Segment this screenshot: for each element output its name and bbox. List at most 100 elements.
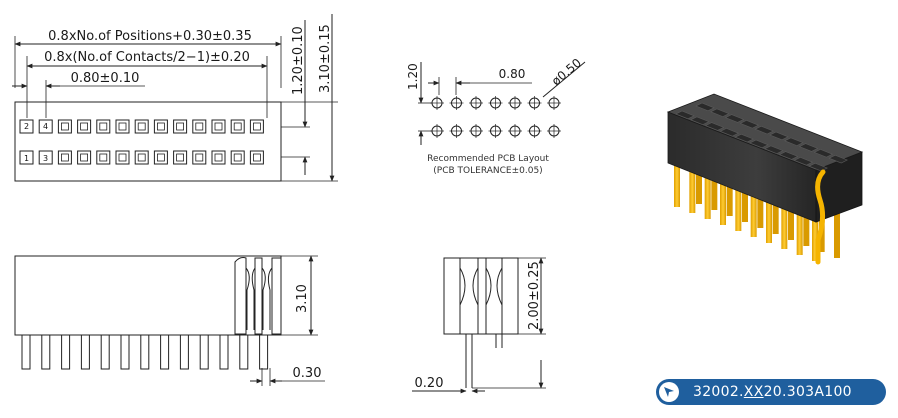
socket-contact xyxy=(214,153,223,162)
socket-outline xyxy=(57,150,72,165)
socket-outline xyxy=(38,119,53,134)
side-pin xyxy=(21,334,31,370)
dim-pitch: 0.80±0.10 xyxy=(71,71,140,86)
socket-contact xyxy=(252,153,261,162)
side-dim-height: 3.10 xyxy=(295,284,310,313)
socket-contact xyxy=(61,153,69,162)
socket-contact xyxy=(156,153,165,162)
socket-cavity xyxy=(690,116,710,125)
socket-contact xyxy=(176,122,185,131)
side-pin xyxy=(160,334,170,370)
gold-pin xyxy=(720,177,726,225)
gold-pin xyxy=(750,189,757,237)
section-dim-height: 2.00±0.25 xyxy=(527,261,542,330)
gold-pin xyxy=(772,186,779,234)
side-pin xyxy=(179,334,189,370)
socket-contact xyxy=(137,122,146,131)
gold-pin xyxy=(742,174,748,222)
socket-contact xyxy=(233,153,242,162)
socket-outline xyxy=(192,150,207,165)
side-pin xyxy=(259,334,269,370)
socket-contact xyxy=(61,122,69,131)
section-dim-pin: 0.20 xyxy=(415,376,444,391)
socket-contact xyxy=(176,153,185,162)
gold-pin xyxy=(674,159,680,207)
socket-cavity xyxy=(704,122,725,131)
socket-outline xyxy=(230,150,245,165)
gold-pin xyxy=(689,165,696,213)
socket-outline xyxy=(96,150,111,165)
side-dim-pin: 0.30 xyxy=(293,366,322,381)
side-pin xyxy=(120,334,130,370)
dim-body-height: 3.10±0.15 xyxy=(318,24,333,93)
socket-outline xyxy=(57,119,72,134)
part-number-badge[interactable]: 32002.XX20.303A100 xyxy=(656,379,886,405)
pcb-hole-grid xyxy=(430,96,561,138)
socket-cavity xyxy=(828,154,848,164)
side-pin xyxy=(61,334,71,370)
socket-outline xyxy=(19,150,34,165)
pin-label: 2 xyxy=(24,122,29,131)
socket-cavity xyxy=(813,149,834,158)
socket-contact xyxy=(118,153,127,162)
pin-label: 3 xyxy=(43,154,48,163)
socket-outline xyxy=(173,150,188,165)
socket-cavity xyxy=(749,139,769,149)
socket-contact xyxy=(99,153,108,162)
side-pin xyxy=(80,334,90,370)
socket-row-bottom xyxy=(19,150,264,165)
pcb-dim-row: 1.20 xyxy=(406,63,420,90)
side-pin-row xyxy=(21,334,269,370)
gold-pin xyxy=(803,198,810,246)
pcb-tolerance: (PCB TOLERANCE±0.05) xyxy=(433,166,542,176)
socket-cavity xyxy=(784,137,804,146)
side-pin xyxy=(239,334,249,370)
cursor-arrow-icon xyxy=(659,382,679,402)
pcb-dim-pitch: 0.80 xyxy=(499,67,526,81)
socket-outline xyxy=(153,119,168,134)
socket-cavity xyxy=(710,108,730,117)
gold-pin xyxy=(711,162,718,210)
socket-cavity xyxy=(695,102,715,112)
socket-contact xyxy=(80,122,88,131)
socket-cavity xyxy=(675,110,695,120)
socket-cavity xyxy=(739,120,760,129)
gold-pin xyxy=(781,201,788,249)
socket-outline xyxy=(115,119,130,134)
gold-pin xyxy=(788,192,794,240)
socket-outline xyxy=(96,119,111,134)
dim-overall-length: 0.8xNo.of Positions+0.30±0.35 xyxy=(48,29,252,44)
socket-outline xyxy=(211,119,226,134)
part-number-suffix: 20.303A100 xyxy=(763,384,852,400)
socket-cavity xyxy=(808,162,828,172)
pcb-dim-hole: ø0.50 xyxy=(549,56,584,89)
socket-cavity xyxy=(719,128,740,137)
socket-row-top xyxy=(19,119,264,134)
dim-contacts-length: 0.8x(No.of Contacts/2−1)±0.20 xyxy=(44,50,250,65)
socket-contact xyxy=(99,122,108,131)
side-pin xyxy=(41,334,51,370)
part-number-text: 32002.XX20.303A100 xyxy=(693,384,852,400)
gold-pin xyxy=(704,171,711,219)
socket-cavity xyxy=(798,143,819,152)
socket-outline xyxy=(211,150,226,165)
socket-outline xyxy=(134,150,149,165)
section-view: 2.00±0.25 0.20 xyxy=(412,257,546,394)
socket-outline xyxy=(153,150,168,165)
socket-contact xyxy=(252,122,261,131)
socket-outline xyxy=(77,119,92,134)
socket-cavities xyxy=(675,102,848,172)
socket-contact xyxy=(118,122,127,131)
side-view: 3.10 0.30 xyxy=(14,255,325,386)
gold-pin xyxy=(796,207,803,255)
socket-cavity xyxy=(793,157,814,166)
socket-outline xyxy=(38,150,53,165)
pcb-caption: Recommended PCB Layout xyxy=(427,154,549,164)
socket-outline xyxy=(115,150,130,165)
side-pin xyxy=(219,334,229,370)
socket-outline xyxy=(173,119,188,134)
socket-outline xyxy=(134,119,149,134)
socket-cavity xyxy=(754,125,774,135)
top-view: 0.8xNo.of Positions+0.30±0.35 0.8x(No.of… xyxy=(12,14,338,182)
